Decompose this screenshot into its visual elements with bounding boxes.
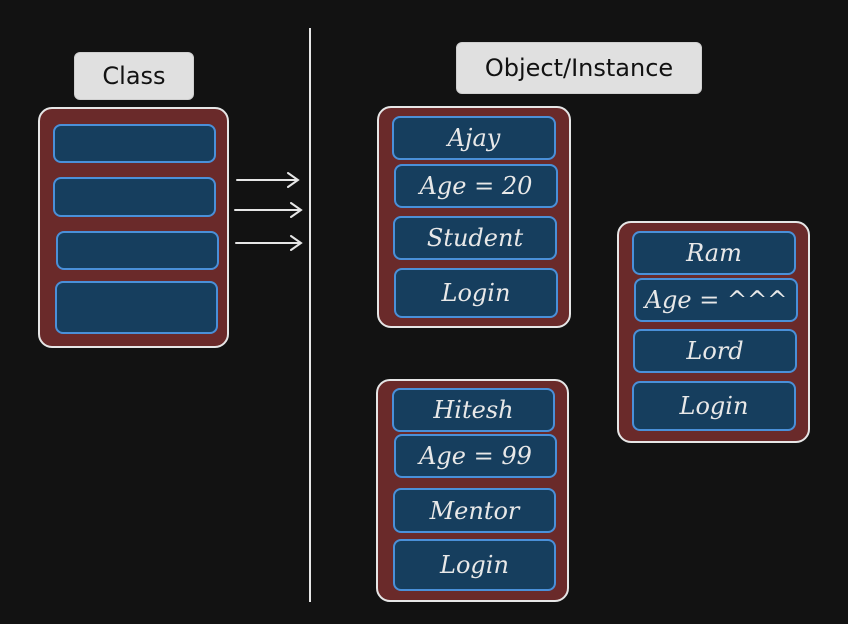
object-card-ajay: Ajay Age = 20 Student Login	[377, 106, 571, 328]
class-field-3	[56, 231, 219, 270]
class-field-4	[55, 281, 218, 334]
instance-label: Object/Instance	[456, 42, 702, 94]
object-age: Age = ^^^	[634, 278, 798, 322]
object-card-hitesh: Hitesh Age = 99 Mentor Login	[376, 379, 569, 602]
object-role: Student	[393, 216, 557, 260]
class-card	[38, 107, 229, 348]
object-card-ram: Ram Age = ^^^ Lord Login	[617, 221, 810, 443]
object-action: Login	[394, 268, 558, 318]
class-field-2	[53, 177, 216, 217]
object-action: Login	[632, 381, 796, 431]
arrow-2	[234, 202, 303, 218]
object-name: Ajay	[392, 116, 556, 160]
object-role: Mentor	[393, 488, 556, 533]
object-name: Hitesh	[392, 388, 555, 432]
object-age: Age = 20	[394, 164, 558, 208]
class-field-1	[53, 124, 216, 163]
divider-line	[309, 28, 311, 602]
object-age: Age = 99	[394, 434, 557, 478]
object-role: Lord	[633, 329, 797, 373]
object-action: Login	[393, 539, 556, 591]
class-label: Class	[74, 52, 194, 100]
object-name: Ram	[632, 231, 796, 275]
arrow-1	[236, 172, 300, 188]
arrow-3	[235, 235, 303, 251]
